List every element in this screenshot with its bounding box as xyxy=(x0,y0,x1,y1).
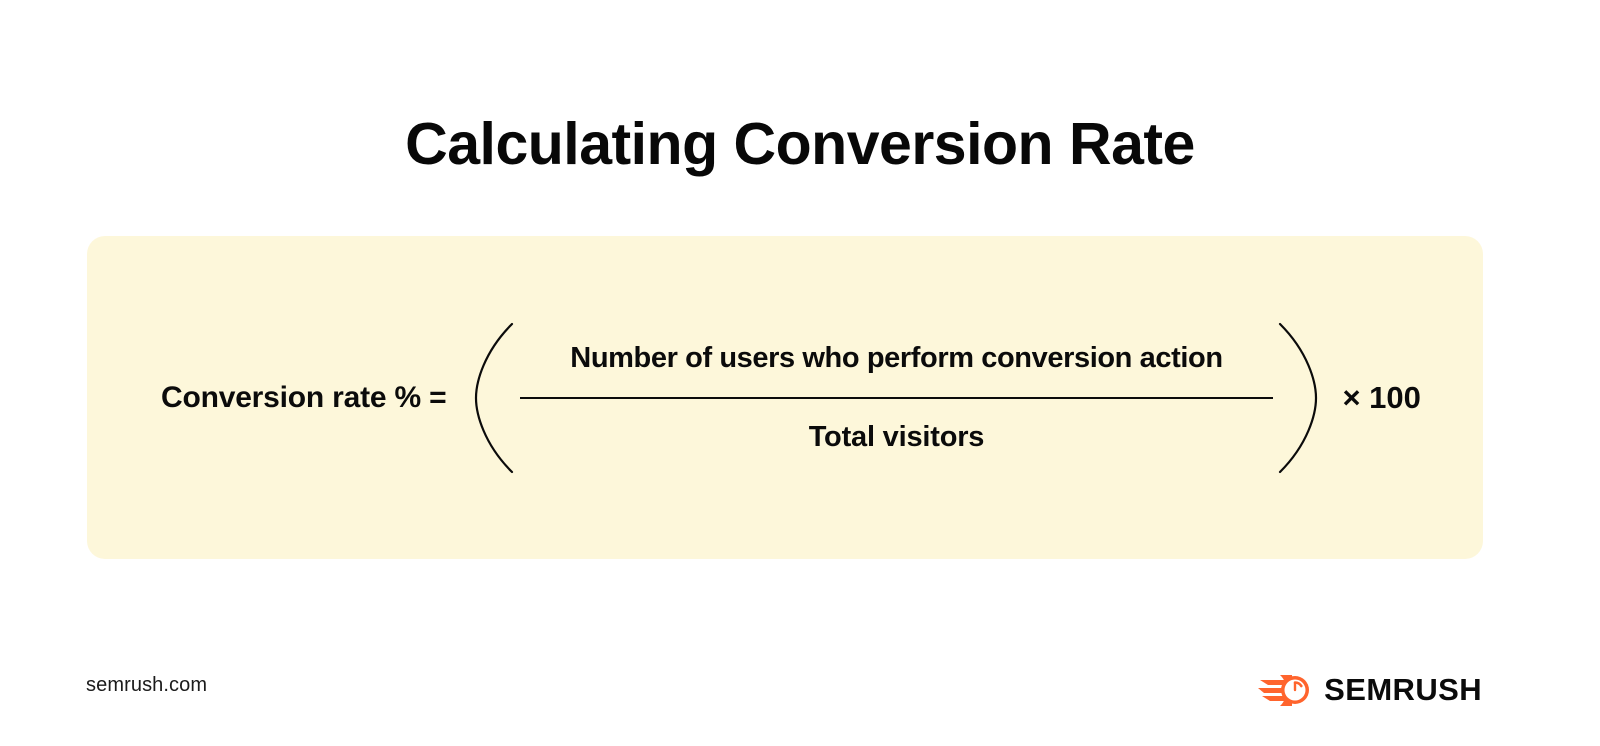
footer-source-url: semrush.com xyxy=(86,674,208,696)
fraction: Number of users who perform conversion a… xyxy=(516,341,1276,453)
fraction-numerator: Number of users who perform conversion a… xyxy=(570,341,1223,374)
formula-left-label: Conversion rate % = xyxy=(161,380,447,414)
page-title: Calculating Conversion Rate xyxy=(405,110,1195,177)
formula-multiplier: × 100 xyxy=(1342,379,1421,415)
semrush-comet-icon xyxy=(1258,675,1310,706)
fraction-group: Number of users who perform conversion a… xyxy=(472,322,1320,474)
formula-row: Conversion rate % = Number of users who … xyxy=(87,236,1483,559)
fraction-bar xyxy=(519,396,1273,399)
semrush-logo: SEMRUSH xyxy=(1258,668,1482,710)
semrush-wordmark: SEMRUSH xyxy=(1324,671,1482,707)
open-parenthesis-icon xyxy=(472,322,516,474)
fraction-denominator: Total visitors xyxy=(808,420,985,453)
formula-panel: Conversion rate % = Number of users who … xyxy=(87,236,1483,559)
close-parenthesis-icon xyxy=(1276,322,1320,474)
